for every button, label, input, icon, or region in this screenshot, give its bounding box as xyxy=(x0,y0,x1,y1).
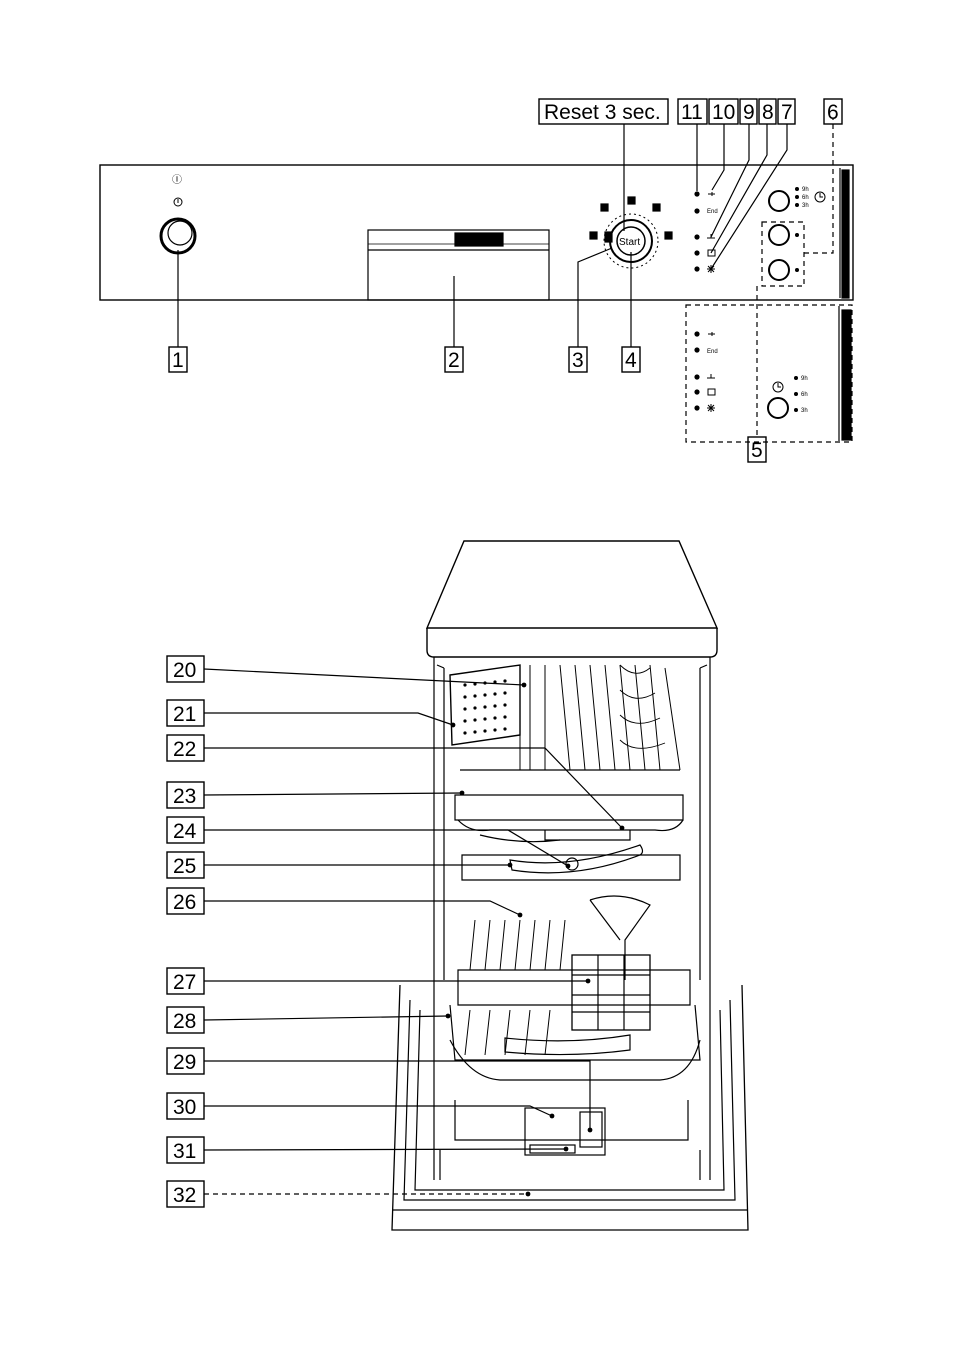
callout-29: 29 xyxy=(167,1048,592,1132)
dishwasher-body xyxy=(392,541,748,1230)
variant-timer-button[interactable] xyxy=(768,398,788,418)
callout-31: 31 xyxy=(167,1137,568,1163)
timer-lower-3h: 3h xyxy=(801,408,808,414)
variant-panel: End 9h 6h 3h xyxy=(686,305,852,442)
svg-text:9: 9 xyxy=(743,101,755,124)
option-button-upper[interactable] xyxy=(769,225,799,245)
power-switch[interactable]: Ⓘ xyxy=(161,174,195,253)
end-label: End xyxy=(707,209,718,215)
callout-2: 2 xyxy=(445,276,463,372)
callout-11: 11 xyxy=(678,99,707,191)
svg-text:28: 28 xyxy=(173,1010,196,1033)
svg-text:24: 24 xyxy=(173,820,197,843)
svg-text:3: 3 xyxy=(572,349,584,372)
timer-upper-9h: 9h xyxy=(802,187,809,193)
callout-26: 26 xyxy=(167,888,522,917)
upper-spray-arm xyxy=(480,835,643,873)
svg-text:30: 30 xyxy=(173,1096,196,1119)
svg-text:26: 26 xyxy=(173,891,196,914)
callout-10: 10 xyxy=(709,99,738,190)
svg-text:22: 22 xyxy=(173,738,196,761)
svg-text:23: 23 xyxy=(173,785,196,808)
callout-27: 27 xyxy=(167,968,590,994)
svg-text:32: 32 xyxy=(173,1184,196,1207)
callout-6: 6 xyxy=(824,99,842,124)
svg-text:7: 7 xyxy=(781,101,793,124)
control-panel: Ⓘ Start xyxy=(100,119,853,300)
callout-22: 22 xyxy=(167,735,624,830)
start-label: Start xyxy=(619,237,640,248)
lower-basket xyxy=(450,855,700,1155)
svg-text:1: 1 xyxy=(172,349,184,372)
timer-button[interactable] xyxy=(769,191,789,211)
svg-text:6: 6 xyxy=(827,101,839,124)
variant-end-label: End xyxy=(707,349,718,355)
svg-text:31: 31 xyxy=(173,1140,196,1163)
svg-text:10: 10 xyxy=(712,101,735,124)
callout-4: 4 xyxy=(622,252,640,372)
svg-text:4: 4 xyxy=(625,349,637,372)
svg-text:25: 25 xyxy=(173,855,196,878)
callout-23: 23 xyxy=(167,782,464,808)
svg-text:29: 29 xyxy=(173,1051,196,1074)
svg-text:11: 11 xyxy=(681,101,703,124)
svg-text:8: 8 xyxy=(762,101,774,124)
timer-lower-9h: 9h xyxy=(801,376,808,382)
svg-text:21: 21 xyxy=(173,703,196,726)
callout-28: 28 xyxy=(167,1007,450,1033)
display-box xyxy=(368,230,549,300)
option-dashed-box xyxy=(762,119,833,286)
timer-lower-6h: 6h xyxy=(801,392,808,398)
callout-32: 32 xyxy=(167,1181,530,1207)
upper-basket xyxy=(450,665,683,840)
timer-leds: 9h 6h 3h xyxy=(795,187,825,209)
svg-text:5: 5 xyxy=(751,439,763,462)
cutlery-basket xyxy=(572,955,650,1030)
power-symbol: Ⓘ xyxy=(172,174,182,186)
svg-text:27: 27 xyxy=(173,971,196,994)
svg-text:20: 20 xyxy=(173,659,196,682)
callout-5: 5 xyxy=(748,286,766,462)
callout-30: 30 xyxy=(167,1093,554,1119)
cutlery-tray xyxy=(450,665,520,745)
top-callouts: Reset 3 sec. 11 10 9 8 7 xyxy=(169,99,842,462)
svg-text:2: 2 xyxy=(448,349,460,372)
callout-21: 21 xyxy=(167,700,455,727)
callout-1: 1 xyxy=(169,250,187,372)
callout-3: 3 xyxy=(569,248,612,372)
option-button-lower[interactable] xyxy=(769,260,799,280)
callout-25: 25 xyxy=(167,852,512,878)
reset-label: Reset 3 sec. xyxy=(544,101,661,124)
timer-upper-3h: 3h xyxy=(802,203,809,209)
timer-upper-6h: 6h xyxy=(802,195,809,201)
indicator-lights xyxy=(694,191,699,271)
